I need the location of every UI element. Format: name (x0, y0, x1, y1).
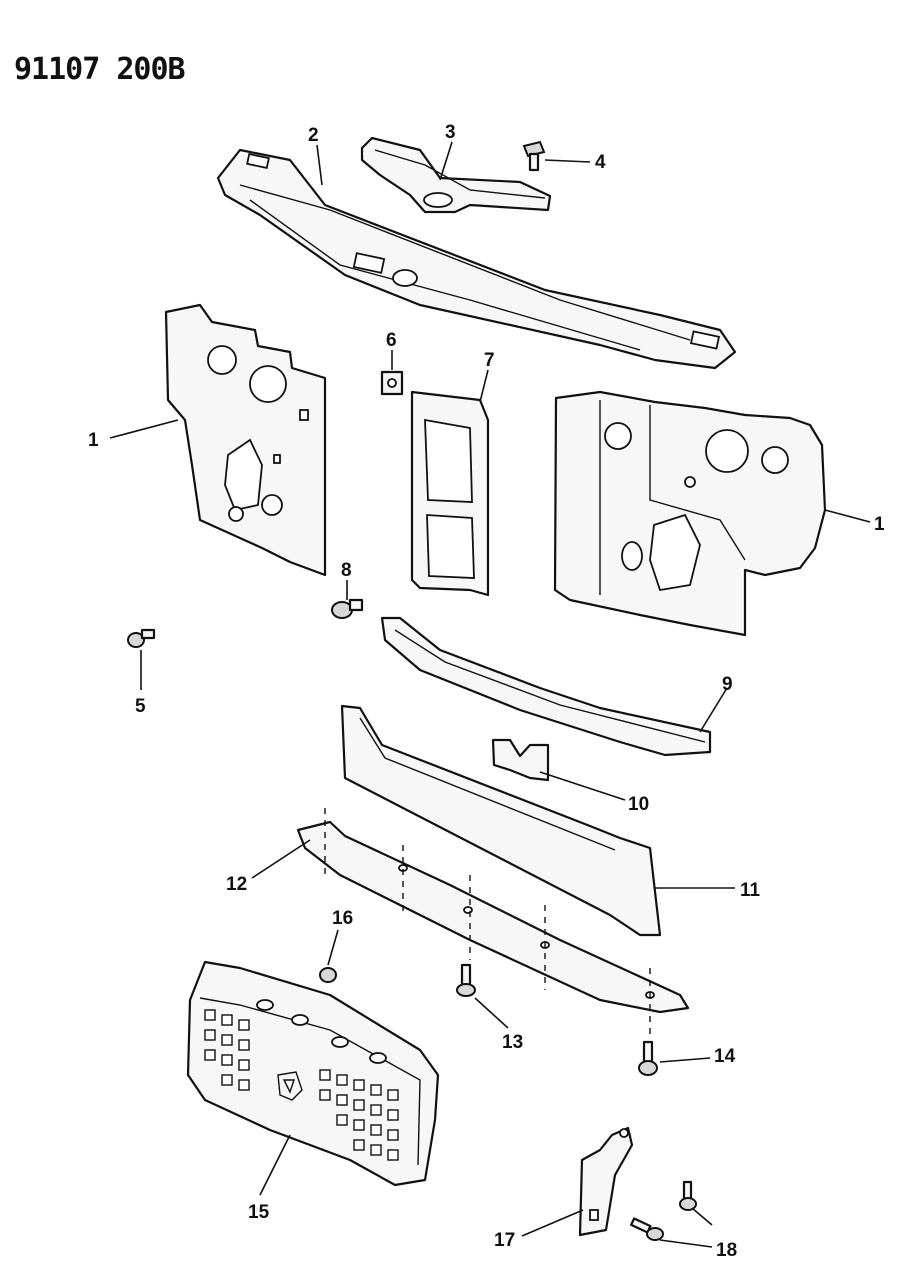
callout-10: 10 (628, 794, 649, 815)
callout-7: 7 (484, 350, 495, 371)
callout-16: 16 (332, 908, 353, 929)
part-1-left-panel[interactable] (164, 303, 327, 577)
callout-13: 13 (502, 1032, 523, 1053)
part-1-right-panel[interactable] (553, 390, 827, 637)
callout-12: 12 (226, 874, 247, 895)
part-4-screw[interactable] (522, 140, 546, 172)
part-16-nut[interactable] (319, 967, 337, 983)
part-17-bracket[interactable] (578, 1126, 634, 1237)
callout-15: 15 (248, 1202, 270, 1223)
part-18-bolts[interactable] (630, 1180, 697, 1241)
part-5-bolt[interactable] (127, 628, 156, 648)
callout-3: 3 (445, 122, 456, 143)
callout-1-left: 1 (88, 430, 99, 451)
callout-5: 5 (135, 696, 146, 717)
part-10-clip[interactable] (491, 738, 550, 782)
callout-8: 8 (341, 560, 352, 581)
part-8-nut[interactable] (331, 598, 364, 619)
part-14-bolt[interactable] (638, 1040, 658, 1076)
part-6-clip[interactable] (380, 370, 404, 396)
part-15-grille[interactable] (186, 960, 440, 1187)
callout-6: 6 (386, 330, 397, 351)
callout-18: 18 (716, 1240, 737, 1261)
callout-17: 17 (494, 1230, 515, 1251)
leader-lines (109, 141, 871, 1248)
callout-11: 11 (740, 880, 761, 901)
callout-1-right: 1 (874, 514, 885, 535)
grille-emblem-icon (277, 1071, 303, 1101)
callout-2: 2 (308, 125, 319, 146)
part-11-baffle[interactable] (340, 704, 662, 937)
part-9-shroud[interactable] (380, 616, 712, 757)
part-7-center-support[interactable] (410, 390, 490, 597)
callout-4: 4 (595, 152, 606, 173)
part-2-upper-crossmember[interactable] (216, 148, 737, 370)
part-13-bolt[interactable] (456, 963, 476, 997)
document-number: 91107 200B (14, 52, 186, 87)
callout-9: 9 (722, 674, 733, 695)
callout-14: 14 (714, 1046, 736, 1067)
part-3-bracket[interactable] (360, 136, 552, 214)
part-12-support-bar[interactable] (296, 808, 690, 1035)
